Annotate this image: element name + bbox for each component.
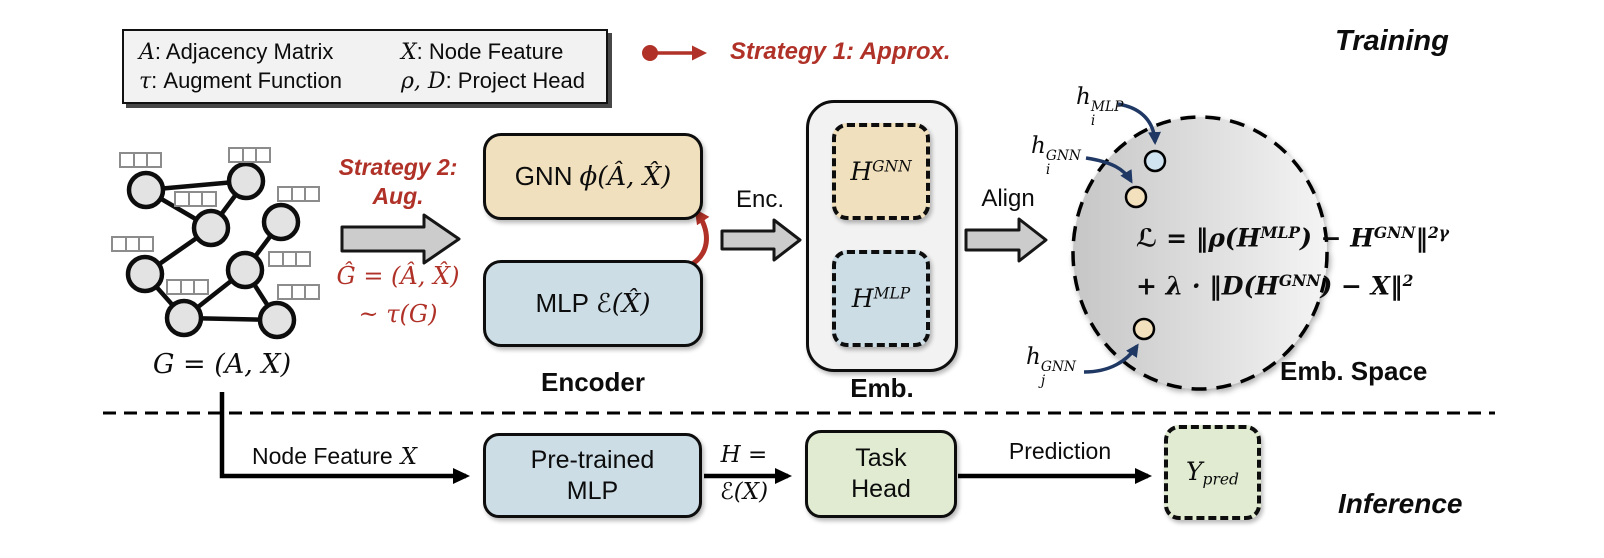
enc-arrow-label: Enc. (735, 186, 785, 213)
legend-box: A: Adjacency Matrix X: Node Feature τ: A… (122, 29, 608, 104)
embedding-caption: Emb. (850, 373, 914, 403)
legend-item-augment: τ: Augment Function (139, 68, 342, 94)
strategy2-arrow-icon (340, 213, 461, 265)
augmented-graph-formula: Ĝ = (Â, X̂) (336, 262, 460, 290)
hmlp-embedding-box: HMLP (832, 250, 930, 347)
strategy2-label: Strategy 2: Aug. (338, 154, 458, 209)
loss-formula: ℒ = ‖ρ(HMLP) − HGNN‖2γ + λ · ‖D(HGNN) − … (1136, 212, 1449, 307)
prediction-arrow-label: Prediction (1008, 438, 1112, 464)
point-label-arrows (1083, 102, 1161, 374)
hidden-eq-bottom: ℰ(X) (719, 479, 769, 505)
strategy1-arrow-icon (642, 45, 707, 61)
task-head-box: Task Head (805, 430, 957, 518)
node-feature-vector (119, 152, 162, 168)
node-feature-vector (166, 279, 209, 295)
hi-mlp-point (1143, 149, 1167, 173)
hidden-eq-top: H = (720, 442, 768, 468)
node-feature-vector (228, 147, 271, 163)
augment-sample-formula: ~ τ(G) (358, 300, 438, 328)
hj-gnn-point (1132, 317, 1156, 341)
legend-item-adjacency: A: Adjacency Matrix (139, 39, 334, 65)
ypred-box: Ypred (1164, 425, 1261, 520)
node-feature-vector (277, 186, 320, 202)
align-arrow-icon (964, 217, 1048, 263)
legend-item-project-head: ρ, D: Project Head (401, 68, 585, 94)
enc-arrow-icon (720, 218, 802, 262)
strategy1-label: Strategy 1: Approx. (730, 38, 951, 65)
loss-line-2: + λ · ‖D(HGNN) − X‖2 (1136, 270, 1414, 301)
loss-line-1: ℒ = ‖ρ(HMLP) − HGNN‖2γ (1136, 223, 1449, 253)
node-feature-vector (111, 236, 154, 252)
graph-nodes (125, 161, 301, 340)
node-feature-vector (277, 284, 320, 300)
hi-gnn-point (1124, 185, 1148, 209)
legend-item-node-feature: X: Node Feature (401, 39, 564, 65)
inference-flow-lines (219, 392, 1152, 484)
pretrained-mlp-box: Pre-trained MLP (483, 433, 702, 518)
encoder-caption: Encoder (540, 367, 646, 397)
embedding-space-caption: Emb. Space (1280, 356, 1428, 386)
align-arrow-label: Align (981, 185, 1035, 212)
node-feature-vector (268, 251, 311, 267)
training-label: Training (1335, 25, 1449, 57)
hgnn-embedding-box: HGNN (832, 123, 930, 220)
graph-label: G = (A, X) (152, 349, 292, 380)
inference-label: Inference (1338, 488, 1463, 519)
node-feature-vector (174, 191, 217, 207)
